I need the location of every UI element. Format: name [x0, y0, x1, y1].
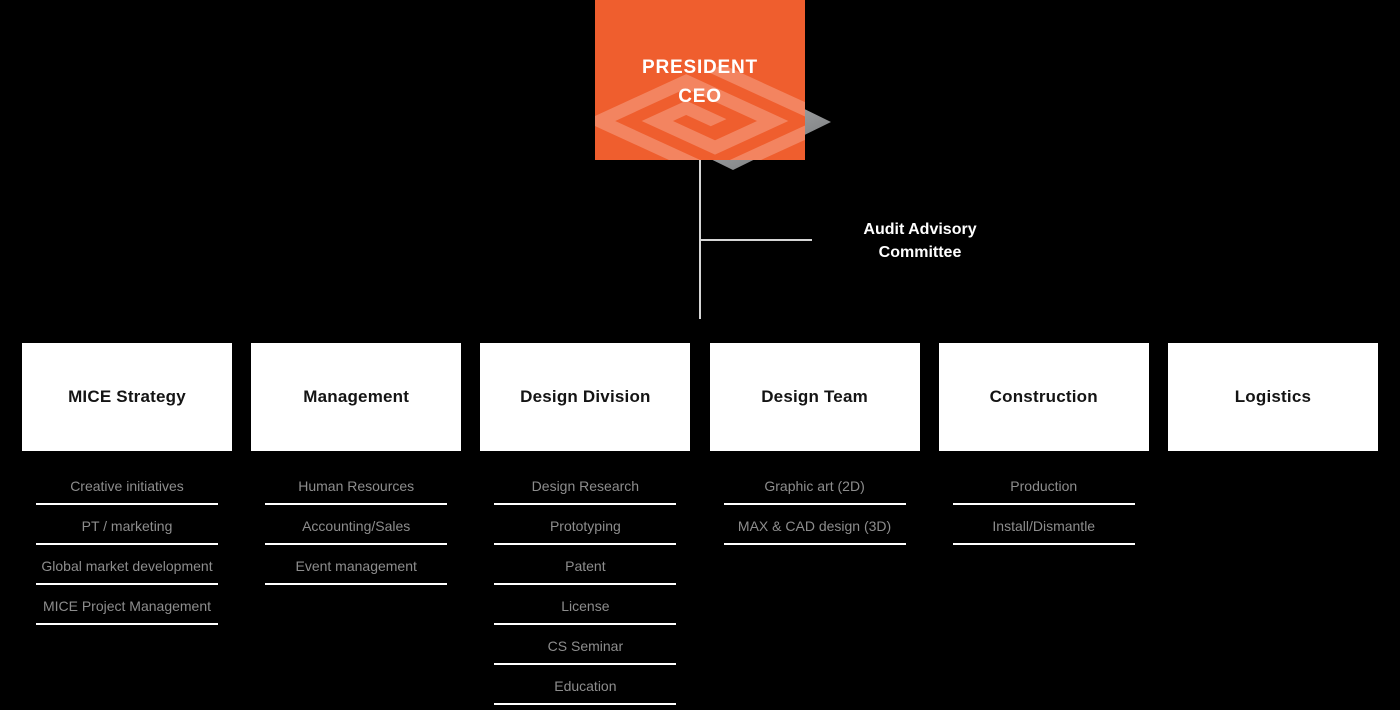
department-box-design-team: Design Team — [709, 343, 920, 451]
department-item: MICE Project Management — [36, 596, 218, 625]
department-box-mice-strategy: MICE Strategy — [22, 343, 232, 451]
department-item: Creative initiatives — [36, 476, 218, 505]
department-column-logistics: Logistics — [1167, 343, 1378, 710]
department-title: Management — [303, 387, 410, 406]
audit-advisory-committee-label: Audit Advisory Committee — [830, 218, 1010, 264]
department-item: PT / marketing — [36, 516, 218, 545]
department-title: Design Division — [520, 387, 651, 406]
connector-horizontal-line — [700, 239, 812, 241]
department-item: Patent — [494, 556, 677, 585]
audit-label-line2: Committee — [878, 244, 962, 261]
department-item: Prototyping — [494, 516, 677, 545]
department-item: Design Research — [494, 476, 677, 505]
department-title: Design Team — [761, 387, 868, 406]
department-item: Graphic art (2D) — [723, 476, 906, 505]
departments-row: MICE Strategy Creative initiatives PT / m… — [22, 343, 1378, 710]
department-title: Logistics — [1234, 387, 1312, 406]
department-item: Global market development — [36, 556, 218, 585]
department-title: Construction — [989, 387, 1098, 406]
president-ceo-box: PRESIDENT CEO — [595, 0, 805, 160]
department-item: License — [494, 596, 677, 625]
department-box-design-division: Design Division — [480, 343, 691, 451]
department-column-design-team: Design Team Graphic art (2D) MAX & CAD de… — [709, 343, 920, 710]
president-label: PRESIDENT — [642, 57, 758, 78]
department-item: Education — [494, 676, 677, 705]
ceo-label: CEO — [678, 86, 722, 107]
department-box-logistics: Logistics — [1167, 343, 1378, 451]
department-column-mice-strategy: MICE Strategy Creative initiatives PT / m… — [22, 343, 232, 710]
department-item: Install/Dismantle — [952, 516, 1135, 545]
department-items: Graphic art (2D) MAX & CAD design (3D) — [710, 476, 920, 545]
department-item: Human Resources — [265, 476, 448, 505]
department-item: Production — [952, 476, 1135, 505]
department-item: Accounting/Sales — [265, 516, 448, 545]
department-item: Event management — [265, 556, 448, 585]
audit-label-line1: Audit Advisory — [863, 221, 977, 238]
department-title: MICE Strategy — [68, 387, 186, 406]
department-box-construction: Construction — [938, 343, 1149, 451]
department-item: MAX & CAD design (3D) — [723, 516, 906, 545]
department-box-management: Management — [251, 343, 462, 451]
department-item: CS Seminar — [494, 636, 677, 665]
